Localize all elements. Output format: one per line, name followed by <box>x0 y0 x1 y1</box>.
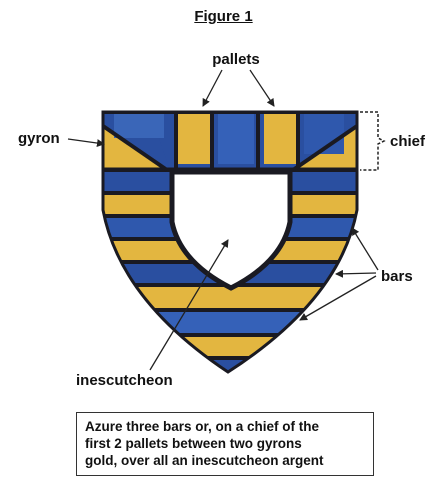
chief-bracket <box>360 112 384 170</box>
label-chief: chief <box>390 133 426 150</box>
caption-line-2: first 2 pallets between two gyrons <box>85 435 365 452</box>
chief-area <box>103 112 357 170</box>
label-bars: bars <box>381 268 413 285</box>
caption-line-1: Azure three bars or, on a chief of the <box>85 418 365 435</box>
label-gyron: gyron <box>18 130 60 147</box>
label-inescutcheon: inescutcheon <box>76 372 173 389</box>
pallet-left <box>178 114 210 164</box>
pallets-arrow-left <box>203 70 222 106</box>
caption-line-3: gold, over all an inescutcheon argent <box>85 452 365 469</box>
bar-3 <box>100 337 362 357</box>
pallets-arrow-right <box>250 70 274 106</box>
bars-arrow-2 <box>336 273 376 274</box>
gyron-arrow <box>68 139 104 144</box>
blazon-caption: Azure three bars or, on a chief of the f… <box>76 412 374 476</box>
pallet-right <box>264 114 296 164</box>
shield <box>100 108 362 380</box>
bars-arrow-1 <box>352 228 378 270</box>
label-pallets: pallets <box>212 51 260 68</box>
